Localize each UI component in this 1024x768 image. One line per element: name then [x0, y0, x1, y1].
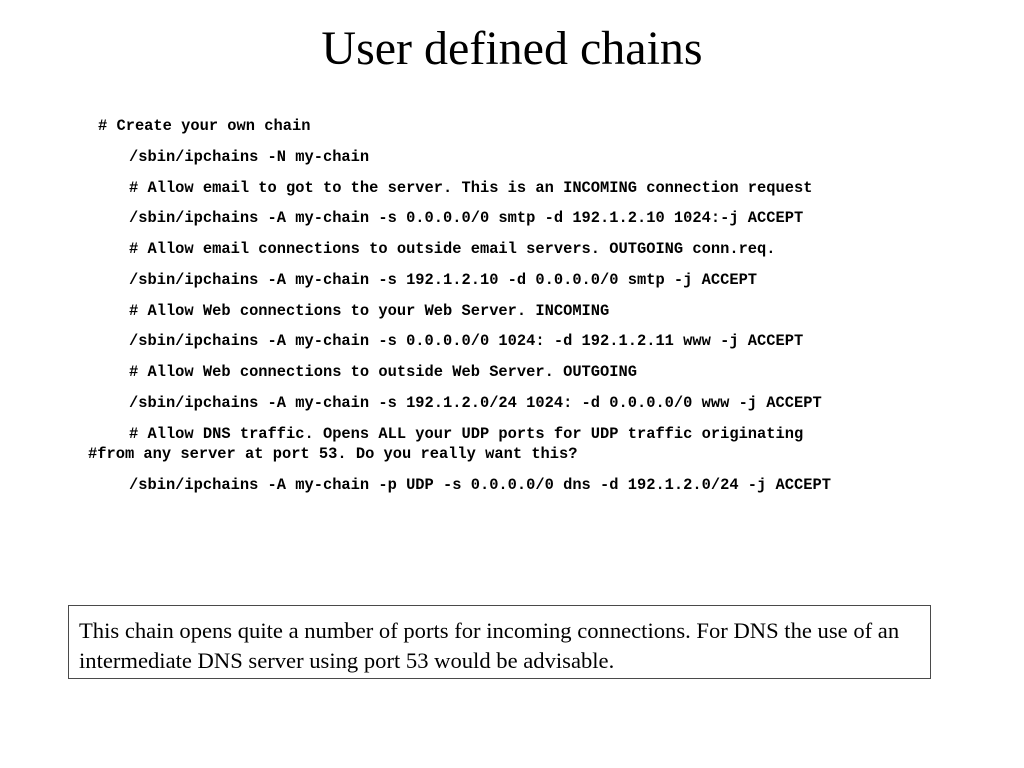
- code-line: # Allow Web connections to your Web Serv…: [129, 302, 610, 320]
- slide-title: User defined chains: [321, 22, 703, 75]
- code-line: #from any server at port 53. Do you real…: [88, 445, 578, 463]
- code-line: /sbin/ipchains -A my-chain -p UDP -s 0.0…: [129, 476, 831, 494]
- code-line: /sbin/ipchains -A my-chain -s 0.0.0.0/0 …: [129, 209, 804, 227]
- code-line: # Allow email to got to the server. This…: [129, 179, 813, 197]
- code-line: /sbin/ipchains -A my-chain -s 192.1.2.0/…: [129, 394, 822, 412]
- code-line: /sbin/ipchains -A my-chain -s 192.1.2.10…: [129, 271, 758, 289]
- note-box: This chain opens quite a number of ports…: [68, 605, 931, 679]
- code-line: # Create your own chain: [98, 117, 311, 135]
- code-line: # Allow Web connections to outside Web S…: [129, 363, 637, 381]
- code-line: # Allow DNS traffic. Opens ALL your UDP …: [129, 425, 804, 443]
- code-line: /sbin/ipchains -N my-chain: [129, 148, 370, 166]
- code-line: /sbin/ipchains -A my-chain -s 0.0.0.0/0 …: [129, 332, 804, 350]
- code-line: # Allow email connections to outside ema…: [129, 240, 776, 258]
